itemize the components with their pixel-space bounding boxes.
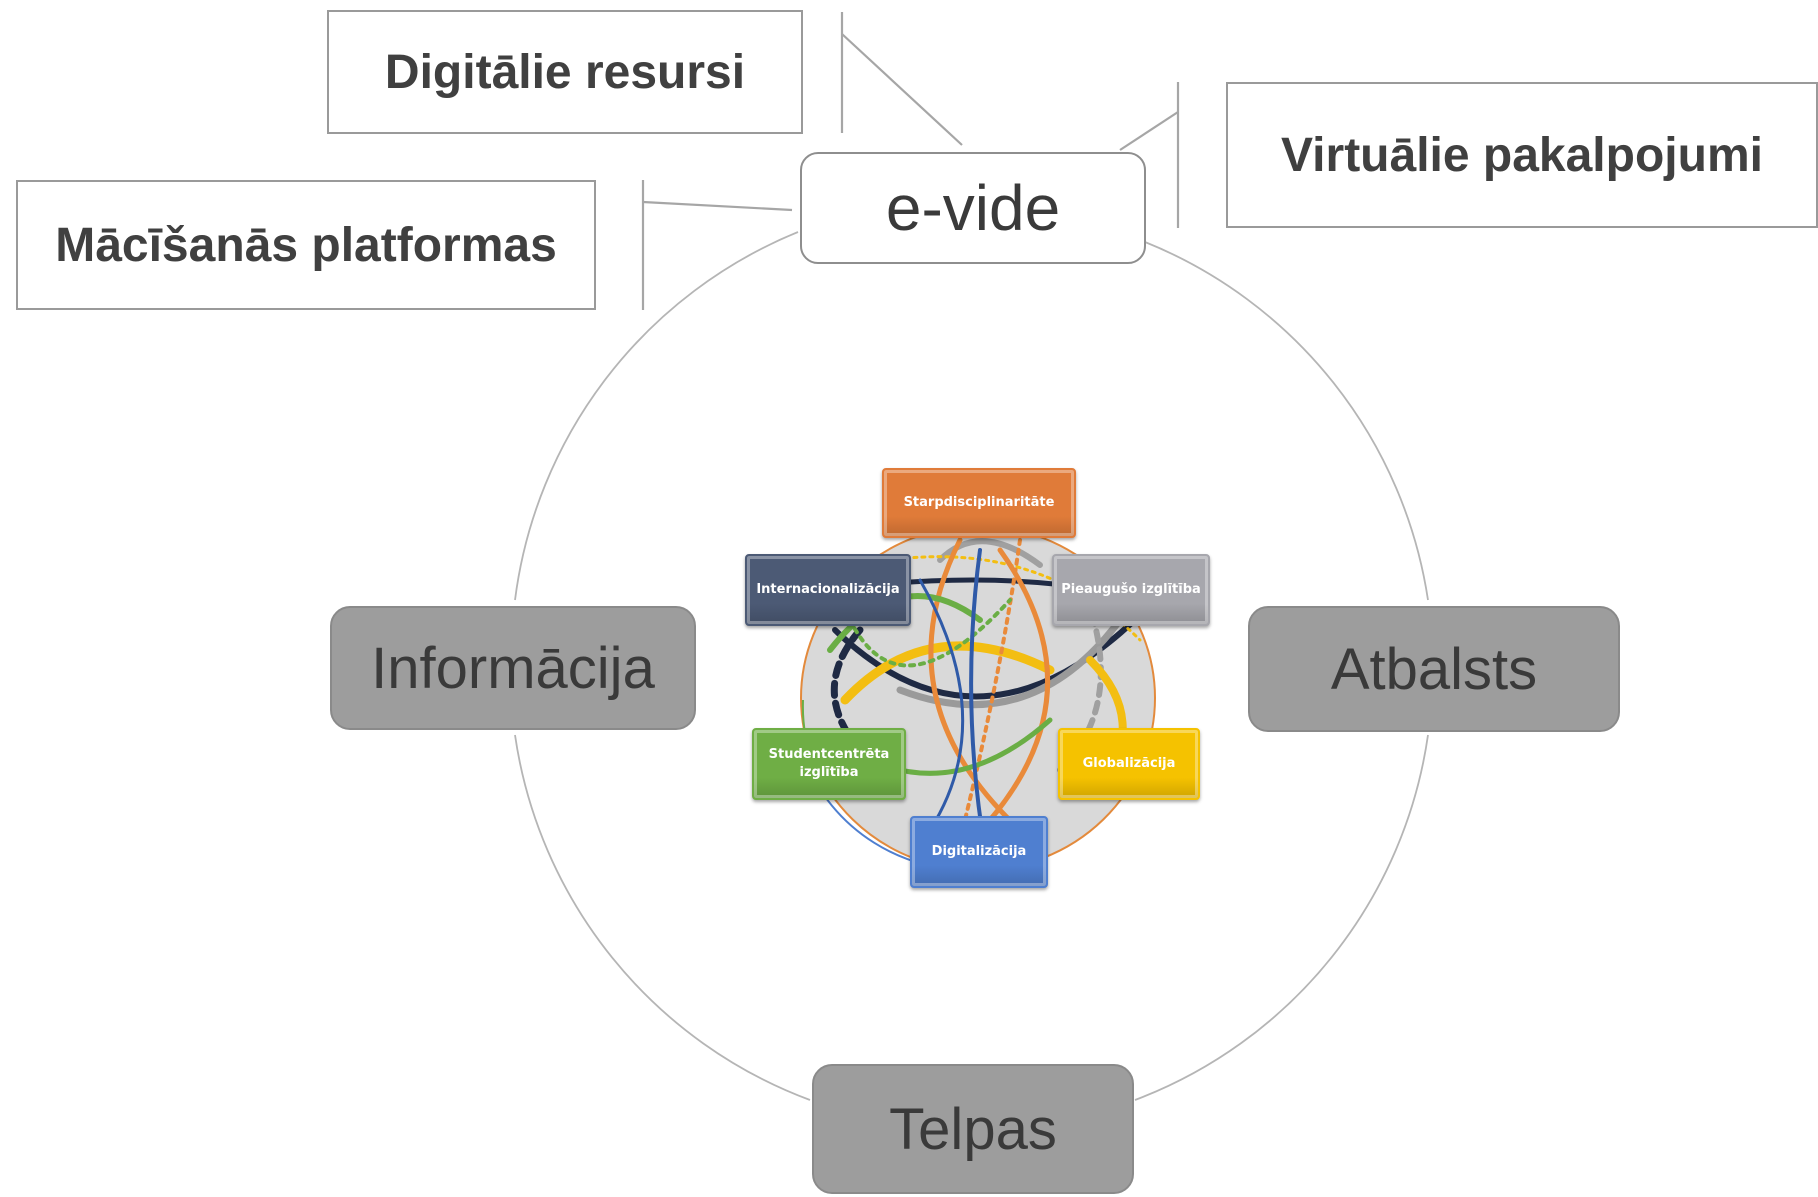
inner-topic-globalization-label: Globalizācija — [1082, 756, 1176, 771]
web-blue-line — [969, 548, 987, 852]
callout-virtual-services: Virtuālie pakalpojumi — [1226, 82, 1818, 228]
web-orange-main — [928, 537, 1023, 833]
cycle-node-spaces-label: Telpas — [889, 1096, 1057, 1162]
connector-digital-diag — [841, 33, 963, 146]
inner-topic-adult-education-label: Pieaugušo izglītība — [1061, 582, 1201, 597]
web-grey-arc — [896, 616, 1124, 709]
web-orange-dotted — [958, 538, 1022, 842]
cycle-arc-bottom-left — [514, 734, 811, 1101]
inner-topic-digitalization-label: Digitalizācija — [931, 844, 1027, 859]
inner-topic-internationalization: Internacionalizācija — [745, 554, 911, 626]
callout-digital-resources: Digitālie resursi — [327, 10, 803, 134]
inner-topic-internationalization-label: Internacionalizācija — [756, 582, 900, 597]
connector-virtual-diag — [1119, 111, 1179, 151]
cycle-node-support: Atbalsts — [1248, 606, 1620, 732]
callout-virtual-services-label: Virtuālie pakalpojumi — [1281, 128, 1763, 182]
web-orange-right — [987, 547, 1050, 823]
inner-topic-student-centred-label: Studentcentrēta izglītība — [768, 747, 890, 780]
center-node-evide: e-vide — [800, 152, 1146, 264]
inner-topic-globalization: Globalizācija — [1058, 728, 1200, 800]
cycle-arc-top-left — [514, 231, 799, 601]
inner-topic-adult-education: Pieaugušo izglītība — [1052, 554, 1210, 626]
inner-topic-interdisciplinarity: Starpdisciplinaritāte — [882, 468, 1076, 538]
web-yellow-dotted — [888, 555, 1142, 642]
cycle-circle — [514, 231, 1429, 1101]
center-node-label: e-vide — [885, 172, 1061, 244]
cycle-arc-bottom-right — [1134, 734, 1429, 1101]
callout-digital-resources-label: Digitālie resursi — [384, 45, 746, 99]
inner-topic-student-centred: Studentcentrēta izglītība — [752, 728, 906, 800]
cycle-node-information-label: Informācija — [371, 635, 655, 701]
callout-learning-platforms-label: Mācīšanās platformas — [55, 218, 557, 272]
cycle-node-information: Informācija — [330, 606, 696, 730]
web-yellow-arc — [840, 641, 1055, 705]
inner-topic-interdisciplinarity-label: Starpdisciplinaritāte — [903, 495, 1055, 510]
web-green-dotted — [848, 598, 1012, 668]
callout-learning-platforms: Mācīšanās platformas — [16, 180, 596, 310]
cycle-node-spaces: Telpas — [812, 1064, 1134, 1194]
callout-connectors — [641, 12, 1180, 310]
web-grey-top — [937, 538, 1043, 568]
cycle-arc-top-right — [1144, 241, 1429, 601]
cycle-node-support-label: Atbalsts — [1330, 636, 1538, 702]
connector-platform-line — [642, 200, 793, 212]
web-blue-curve — [918, 578, 965, 832]
inner-topic-digitalization: Digitalizācija — [910, 816, 1048, 888]
